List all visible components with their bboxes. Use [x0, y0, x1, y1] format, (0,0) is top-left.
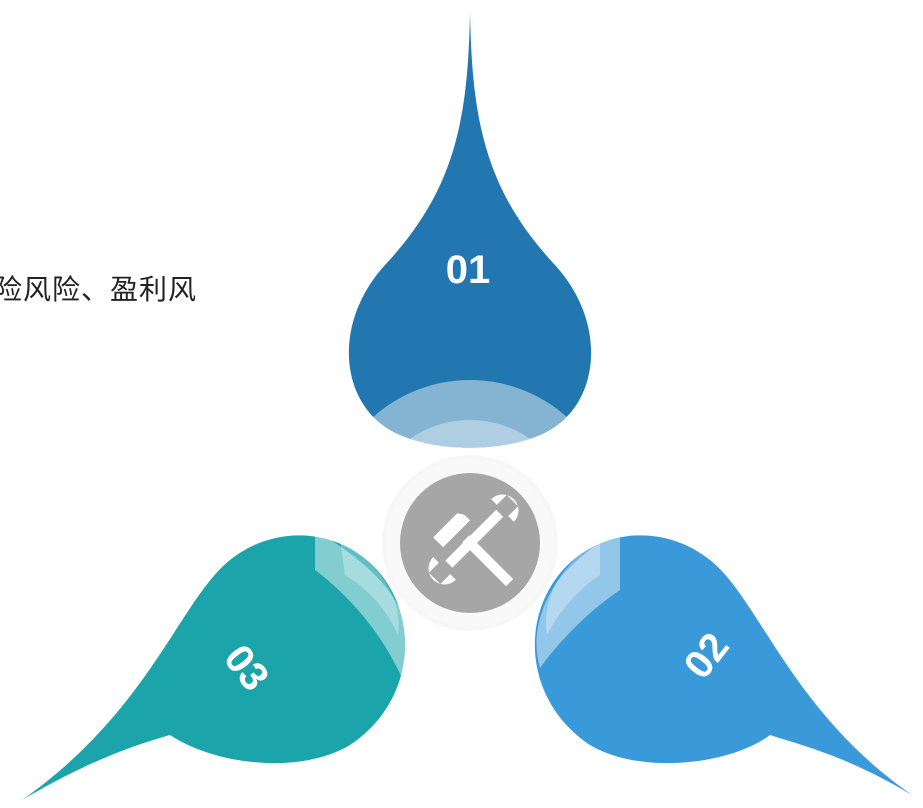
petal-02-shape	[534, 535, 912, 795]
petal-02-overlay-inner	[546, 538, 600, 635]
petal-01-label: 01	[446, 248, 491, 292]
petal-03-overlay-inner	[340, 540, 399, 635]
petal-02-overlay-outer	[536, 528, 620, 668]
side-text: 险风险、盈利风	[0, 273, 198, 306]
petal-02	[534, 535, 912, 795]
petal-01-shape	[348, 12, 592, 448]
hammer-wrench-icon	[428, 494, 519, 587]
petal-01: 01	[348, 12, 592, 448]
petal-03	[22, 535, 406, 800]
petal-03-overlay-outer	[315, 530, 407, 678]
petal-03-shape	[22, 535, 406, 800]
